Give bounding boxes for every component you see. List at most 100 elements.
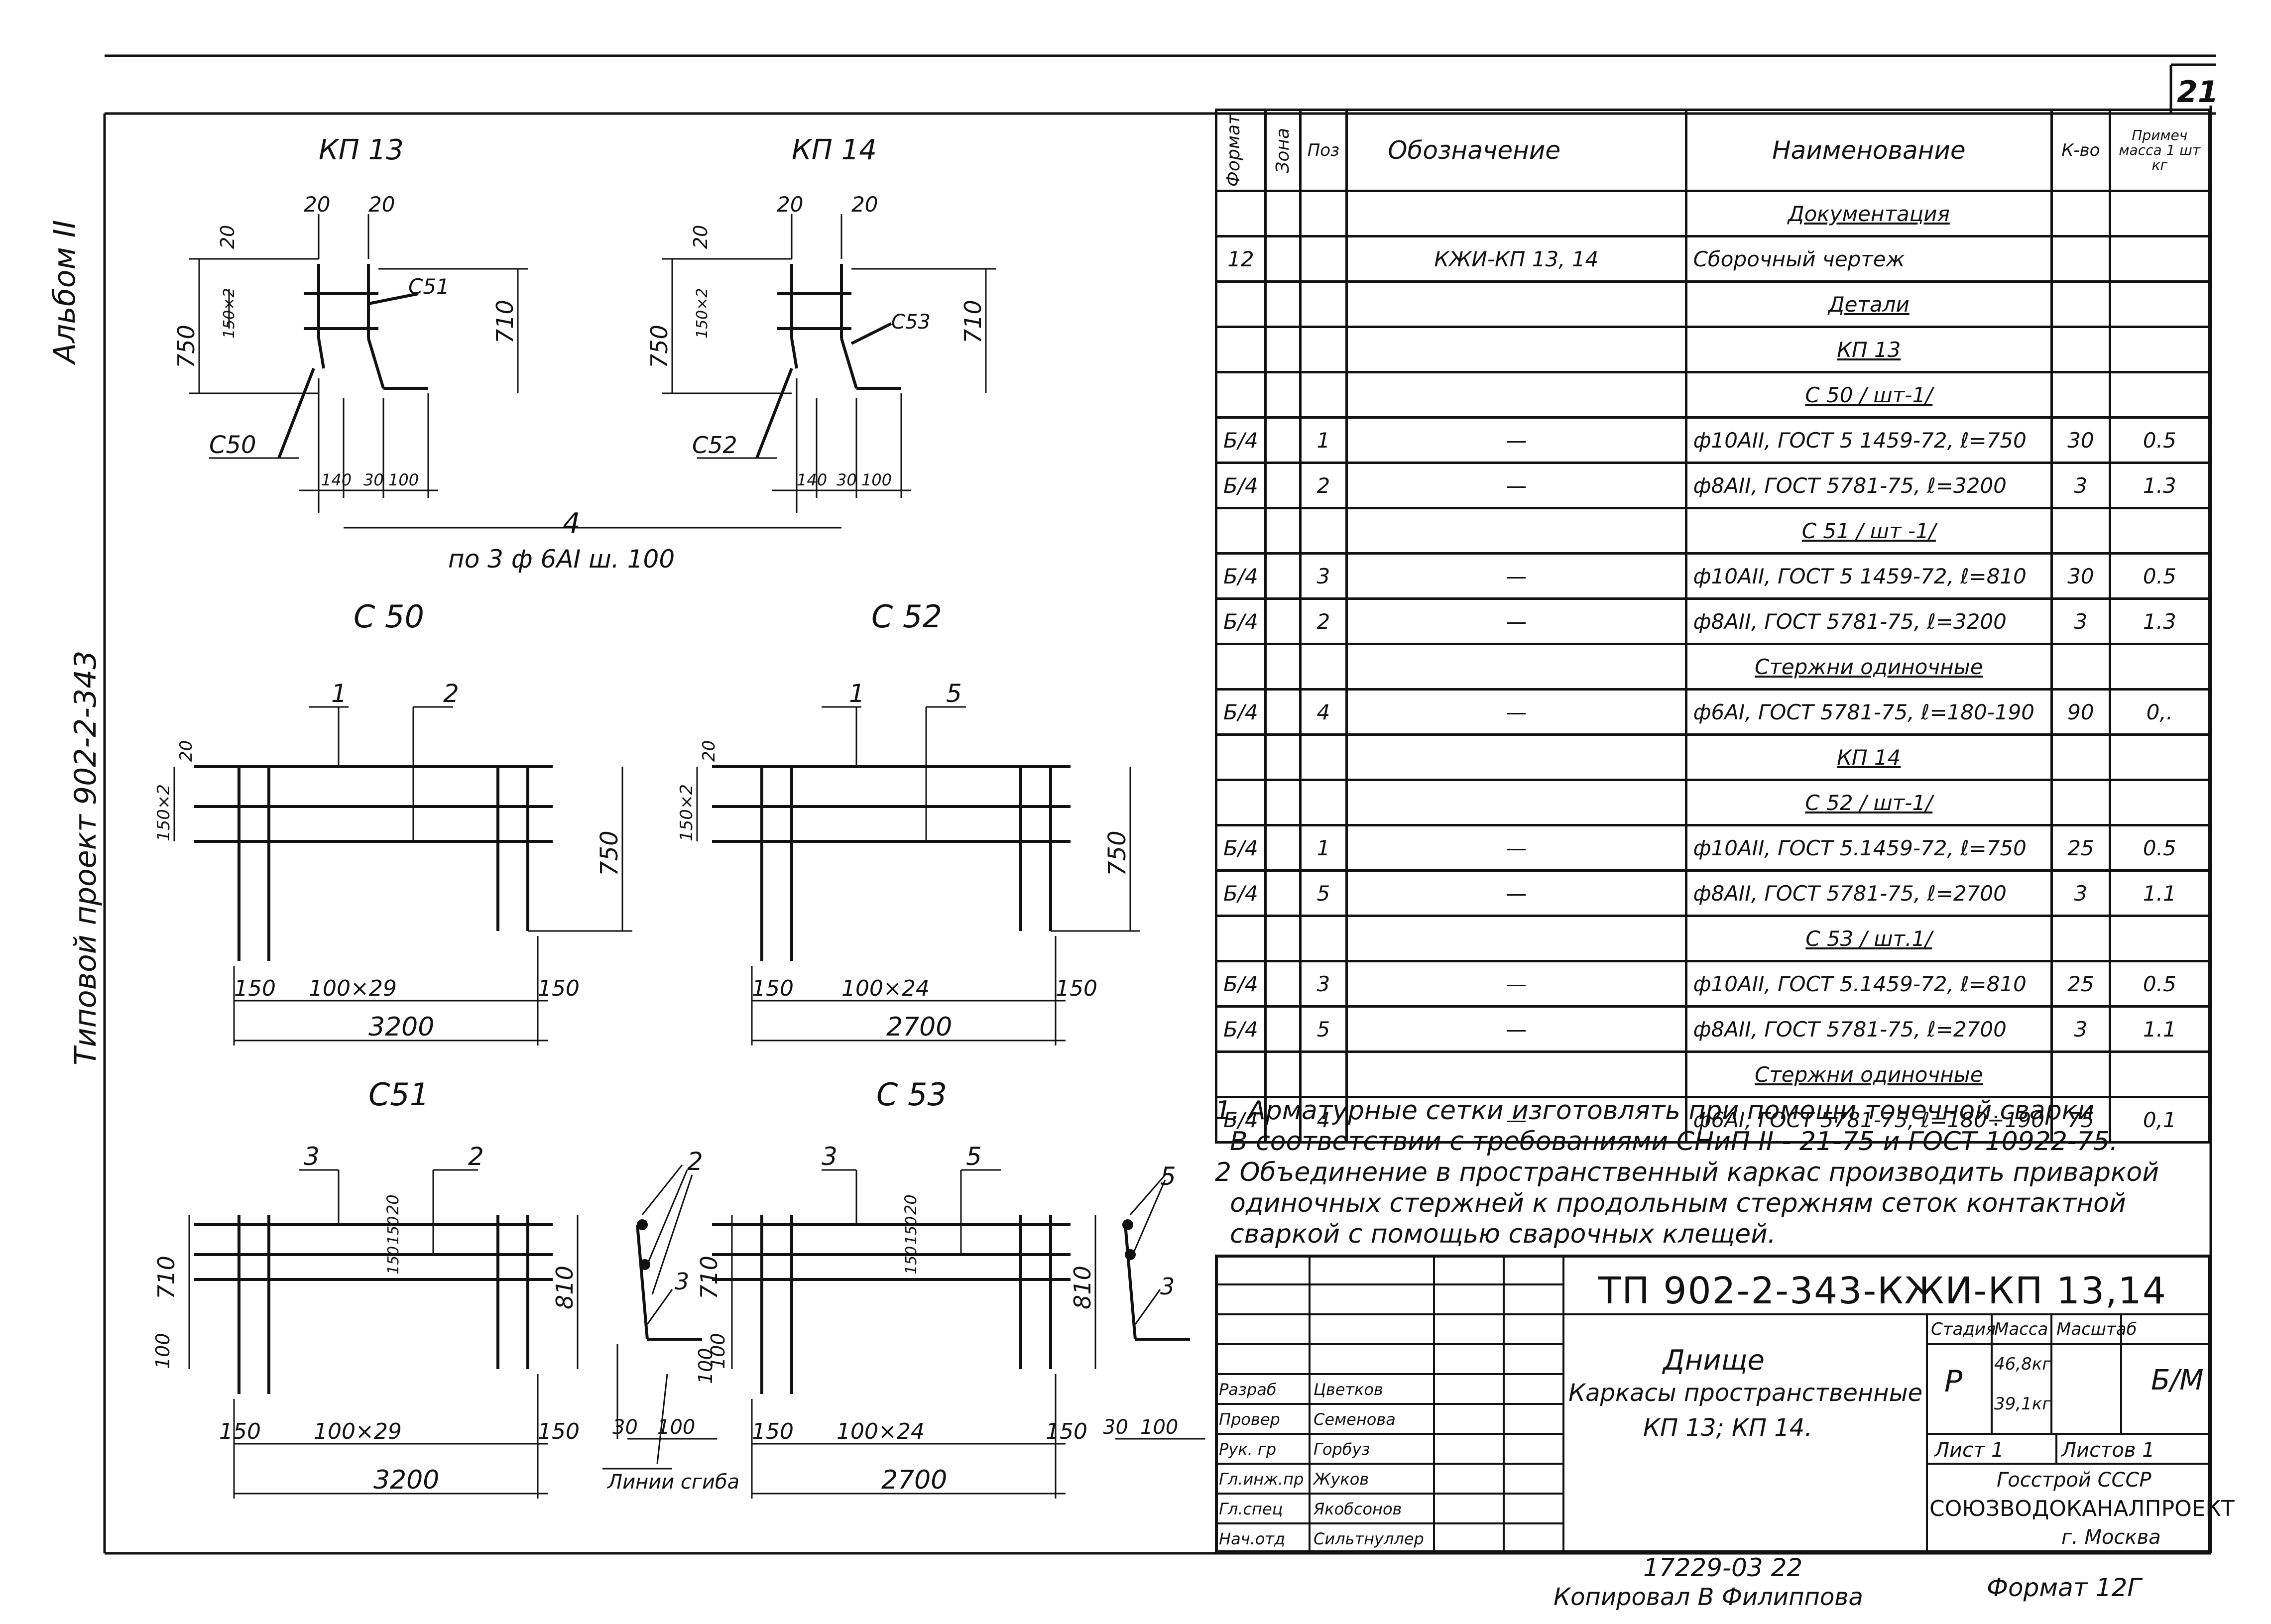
spec-cell-note	[2108, 371, 2211, 419]
spec-section-label: С 51 / шт -1/	[1801, 518, 1936, 543]
spec-row: КП 13	[1215, 326, 2211, 373]
spec-cell-zone	[1264, 915, 1302, 962]
c51-dim: 3200	[373, 1465, 439, 1495]
kp13-title: КП 13	[319, 134, 404, 166]
c50-dim: 150	[538, 976, 580, 1001]
kp13-dim: 20	[304, 192, 330, 217]
note-line: одиночных стержней к продольным стержням…	[1230, 1188, 2126, 1218]
spec-cell-zone	[1264, 779, 1302, 826]
spec-cell-designation: —	[1345, 462, 1687, 509]
spec-cell-zone	[1264, 643, 1302, 691]
stage-label: Стадия	[1931, 1319, 1996, 1339]
spec-cell-zone	[1264, 733, 1302, 781]
c51-dim: 20	[383, 1194, 402, 1215]
bend-left-pos: 2	[687, 1147, 703, 1176]
spec-cell-designation: —	[1345, 960, 1687, 1008]
spec-cell-name: ф10АII, ГОСТ 5.1459-72, ℓ=810	[1684, 960, 2053, 1008]
spec-cell-name: С 50 / шт-1/	[1684, 371, 2053, 419]
spec-cell-designation: —	[1345, 552, 1687, 600]
spec-cell-format: 12	[1215, 235, 1267, 283]
spec-row: Стержни одиночные	[1215, 1050, 2211, 1098]
spec-cell-designation	[1345, 280, 1687, 328]
side-album: Альбом II	[47, 220, 82, 365]
document-code: ТП 902-2-343-КЖИ-КП 13,14	[1598, 1270, 2167, 1312]
bend-right-dim: 100	[1140, 1416, 1178, 1439]
c51-dim: 150	[538, 1419, 580, 1444]
kp13-label: С50	[209, 431, 256, 459]
spec-row: Детали	[1215, 280, 2211, 328]
bend-right-dim: 30	[1103, 1416, 1128, 1439]
spec-header-pos: Поз	[1299, 109, 1348, 192]
c50-dim: 20	[176, 740, 196, 762]
spec-cell-name: Сборочный чертеж	[1684, 235, 2053, 283]
part-name: Днище	[1663, 1344, 1765, 1377]
spec-row: Документация	[1215, 190, 2211, 237]
spec-cell-note: 1.1	[2108, 869, 2211, 917]
general-notes: 1. Арматурные сетки изготовлять при помо…	[1215, 1095, 2159, 1250]
org-line-3: г. Москва	[2061, 1526, 2161, 1549]
kp13-dim: 150×2	[221, 288, 238, 339]
spec-cell-format: Б/4	[1215, 688, 1267, 736]
spec-cell-zone	[1264, 326, 1302, 373]
spec-cell-pos	[1299, 1050, 1348, 1098]
spec-cell-qty: 25	[2050, 960, 2111, 1008]
c53-dim: 2700	[881, 1465, 947, 1495]
spec-cell-name: ф8АII, ГОСТ 5781-75, ℓ=2700	[1684, 1005, 2053, 1053]
c52-dim: 20	[699, 740, 719, 762]
spec-cell-designation	[1345, 507, 1687, 555]
spec-cell-format	[1215, 643, 1267, 691]
kp14-dim: 140	[797, 470, 827, 489]
person-name: Якобсонов	[1314, 1500, 1402, 1518]
c50-dim: 3200	[368, 1012, 434, 1042]
c50-pos: 1	[331, 679, 347, 708]
c53-dim: 100	[707, 1333, 729, 1369]
person-name: Горбуз	[1314, 1440, 1370, 1459]
spec-header-qty: К-во	[2050, 109, 2111, 192]
spec-cell-zone	[1264, 416, 1302, 464]
mass-value-1: 46,8кг	[1994, 1354, 2051, 1374]
spec-cell-format: Б/4	[1215, 416, 1267, 464]
spec-cell-format	[1215, 371, 1267, 419]
org-line-1: Госстрой СССР	[1997, 1469, 2151, 1492]
spec-cell-note	[2108, 190, 2211, 237]
c52-dim: 100×24	[841, 976, 930, 1001]
side-project: Типовой проект 902-2-343	[68, 651, 103, 1065]
spec-section-label: Детали	[1828, 292, 1910, 317]
spec-cell-zone	[1264, 507, 1302, 555]
spec-header-designation: Обозначение	[1345, 109, 1687, 192]
mass-value-2: 39,1кг	[1994, 1394, 2051, 1414]
spec-cell-zone	[1264, 1005, 1302, 1053]
spec-cell-designation: —	[1345, 688, 1687, 736]
order-number: 17229-03 22	[1643, 1553, 1803, 1582]
spec-cell-zone	[1264, 597, 1302, 645]
bend-left-dim: 30	[612, 1416, 638, 1439]
spec-cell-designation: —	[1345, 597, 1687, 645]
spec-cell-qty: 90	[2050, 688, 2111, 736]
spec-cell-note: 1.3	[2108, 597, 2211, 645]
spec-cell-name: КП 13	[1684, 326, 2053, 373]
spec-cell-name: С 51 / шт -1/	[1684, 507, 2053, 555]
spec-cell-qty	[2050, 1050, 2111, 1098]
c53-title: С 53	[876, 1076, 947, 1113]
paper-format: Формат 12Г	[1987, 1573, 2142, 1602]
common-dim: 4	[563, 507, 581, 540]
spec-cell-note	[2108, 235, 2211, 283]
bend-right-pos: 3	[1160, 1273, 1175, 1300]
kp13-dim: 710	[491, 300, 518, 344]
org-line-2: СОЮЗВОДОКАНАЛПРОЕКТ	[1929, 1496, 2235, 1521]
copied-by: Копировал В Филиппова	[1554, 1583, 1863, 1611]
kp14-dim: 750	[646, 325, 673, 368]
spec-cell-name: Стержни одиночные	[1684, 643, 2053, 691]
c52-dim: 150	[1056, 976, 1097, 1001]
spec-cell-designation: —	[1345, 824, 1687, 872]
spec-cell-qty: 30	[2050, 552, 2111, 600]
c53-dim: 150	[903, 1216, 920, 1245]
spec-cell-note: 0,.	[2108, 688, 2211, 736]
mass-label: Масса	[1994, 1319, 2048, 1339]
spec-section-label: КП 13	[1837, 337, 1901, 362]
kp13-label: С51	[408, 274, 450, 299]
spec-section-label: С 53 / шт.1/	[1805, 926, 1932, 951]
